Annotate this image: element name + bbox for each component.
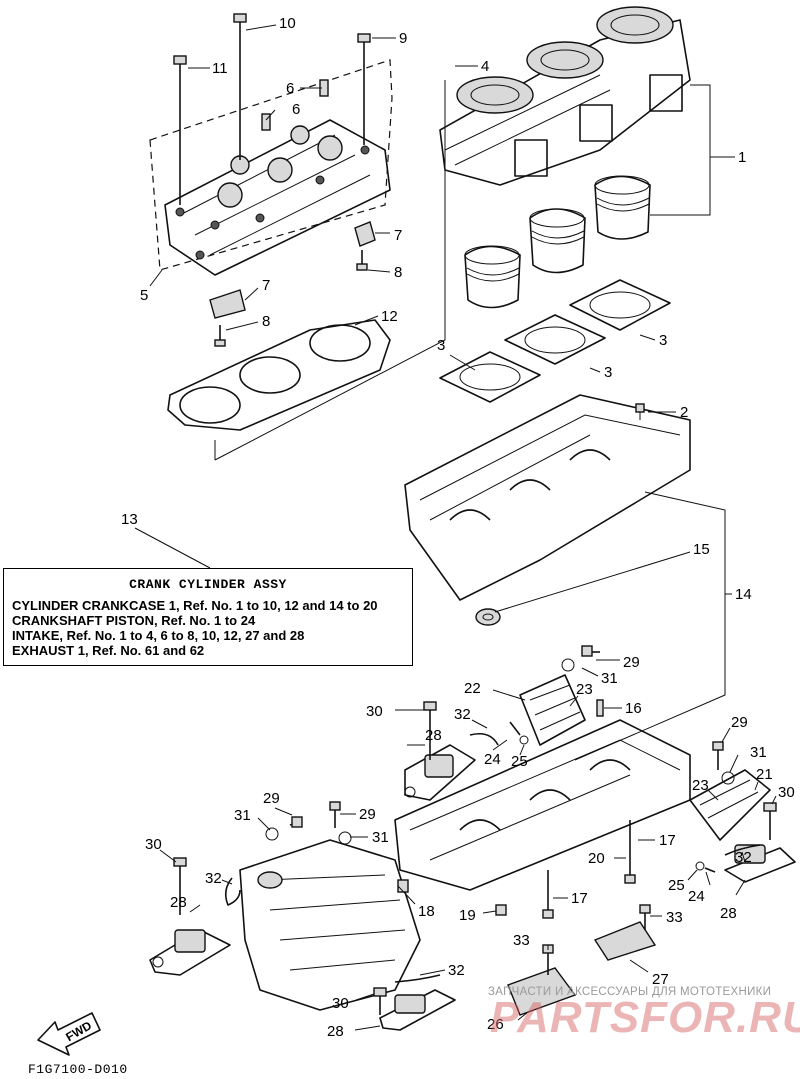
callout-label: 18 — [418, 903, 435, 920]
head-gasket — [167, 319, 391, 431]
note-line: EXHAUST 1, Ref. No. 61 and 62 — [12, 643, 205, 658]
engine-mounts — [149, 744, 796, 1031]
fasteners — [173, 645, 777, 1015]
callout-label: 33 — [513, 932, 530, 949]
callout-label: 23 — [692, 777, 709, 794]
callout-label: 13 — [121, 511, 138, 528]
callout-label: 20 — [588, 850, 605, 867]
note-title: CRANK CYLINDER ASSY — [129, 577, 287, 592]
callout-label: 30 — [778, 784, 795, 801]
callout-label: 28 — [425, 727, 442, 744]
pistons — [464, 175, 651, 309]
callout-label: 27 — [652, 971, 669, 988]
callout-label: 11 — [212, 60, 228, 77]
callout-label: 6 — [286, 80, 294, 97]
callout-label: 16 — [625, 700, 642, 717]
callout-label: 14 — [735, 586, 752, 603]
callout-label: 31 — [750, 744, 767, 761]
callout-label: 4 — [481, 58, 489, 75]
callout-label: 3 — [604, 364, 612, 381]
callout-label: 17 — [659, 832, 676, 849]
callout-label: 6 — [292, 101, 300, 118]
exhaust-manifold — [239, 839, 421, 1011]
callout-label: 29 — [263, 790, 280, 807]
intake-manifold-right — [689, 769, 771, 841]
callout-label: 25 — [511, 753, 528, 770]
callout-label: 28 — [720, 905, 737, 922]
callout-label: 21 — [756, 766, 773, 783]
callout-label: 31 — [234, 807, 251, 824]
callout-label: 9 — [399, 30, 407, 47]
spacers — [507, 921, 657, 1016]
callout-label: 29 — [359, 806, 376, 823]
callout-label: 17 — [571, 890, 588, 907]
callouts: 1 2 3 3 3 4 5 6 6 7 7 8 8 9 10 11 12 13 — [121, 15, 795, 1040]
callout-label: 28 — [327, 1023, 344, 1040]
callout-label: 31 — [372, 829, 389, 846]
callout-label: 2 — [680, 404, 688, 421]
fwd-arrow-icon: FWD — [37, 1012, 101, 1056]
intake-manifold — [519, 674, 604, 746]
note-line: CYLINDER CRANKCASE 1, Ref. No. 1 to 10, … — [12, 598, 378, 613]
oil-seal — [475, 608, 501, 626]
callout-label: 22 — [464, 680, 481, 697]
cylinder-block — [439, 6, 691, 186]
engine-hanger-brackets — [209, 221, 376, 347]
callout-label: 26 — [487, 1016, 504, 1033]
callout-label: 3 — [659, 332, 667, 349]
callout-label: 3 — [437, 337, 445, 354]
callout-label: 23 — [576, 681, 593, 698]
callout-label: 5 — [140, 287, 148, 304]
callout-label: 15 — [693, 541, 710, 558]
callout-label: 32 — [448, 962, 465, 979]
assembly-note-box: CRANK CYLINDER ASSY CYLINDER CRANKCASE 1… — [3, 568, 413, 666]
callout-label: 32 — [454, 706, 471, 723]
callout-label: 8 — [262, 313, 270, 330]
callout-label: 24 — [484, 751, 501, 768]
callout-label: 10 — [279, 15, 296, 32]
callout-label: 7 — [262, 277, 270, 294]
callout-label: 33 — [666, 909, 683, 926]
watermark-brand: PARTSFOR.RU — [490, 993, 800, 1042]
callout-label: 30 — [366, 703, 383, 720]
callout-label: 30 — [332, 995, 349, 1012]
callout-label: 30 — [145, 836, 162, 853]
base-gaskets — [439, 279, 671, 403]
watermark-caption: ЗАПЧАСТИ И АКСЕССУАРЫ ДЛЯ МОТОТЕХНИКИ — [488, 986, 772, 998]
callout-label: 32 — [735, 849, 752, 866]
figure-code: F1G7100-D010 — [28, 1062, 128, 1077]
upper-crankcase — [404, 394, 691, 601]
callout-label: 25 — [668, 877, 685, 894]
callout-label: 29 — [623, 654, 640, 671]
callout-label: 12 — [381, 308, 398, 325]
callout-label: 19 — [459, 907, 476, 924]
callout-label: 1 — [738, 149, 746, 166]
note-line: INTAKE, Ref. No. 1 to 4, 6 to 8, 10, 12,… — [12, 628, 305, 643]
lower-crankcase — [394, 719, 691, 891]
callout-label: 24 — [688, 888, 705, 905]
callout-label: 8 — [394, 264, 402, 281]
cylinder-head-assembly — [149, 13, 393, 276]
callout-label: 32 — [205, 870, 222, 887]
note-line: CRANKSHAFT PISTON, Ref. No. 1 to 24 — [12, 613, 256, 628]
callout-label: 29 — [731, 714, 748, 731]
callout-label: 7 — [394, 227, 402, 244]
callout-label: 28 — [170, 894, 187, 911]
callout-label: 31 — [601, 670, 618, 687]
